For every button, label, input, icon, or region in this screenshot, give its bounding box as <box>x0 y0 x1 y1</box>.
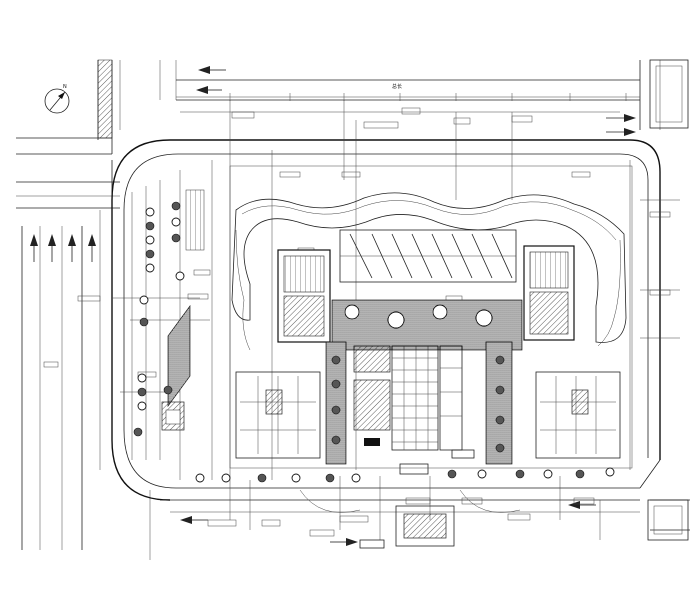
site-boundary <box>111 139 661 501</box>
central-plaza <box>353 345 475 475</box>
central-garden <box>325 299 523 465</box>
east-court <box>535 371 621 459</box>
south-entrance <box>299 489 521 547</box>
east-tower <box>523 245 575 341</box>
south-trees <box>195 467 615 483</box>
north-arrow: N <box>44 84 70 114</box>
top-dimension-label: 总长 <box>392 83 402 90</box>
west-promenade <box>131 180 205 460</box>
serpentine-garden <box>231 192 627 351</box>
road-direction-arrows <box>30 66 636 546</box>
north-label: N <box>63 84 67 90</box>
north-court <box>339 229 517 283</box>
west-trees <box>133 201 185 437</box>
west-court <box>235 371 321 459</box>
top-dimension: 总长 <box>176 83 640 101</box>
west-tower <box>277 249 331 343</box>
corner-blocks <box>97 59 689 541</box>
